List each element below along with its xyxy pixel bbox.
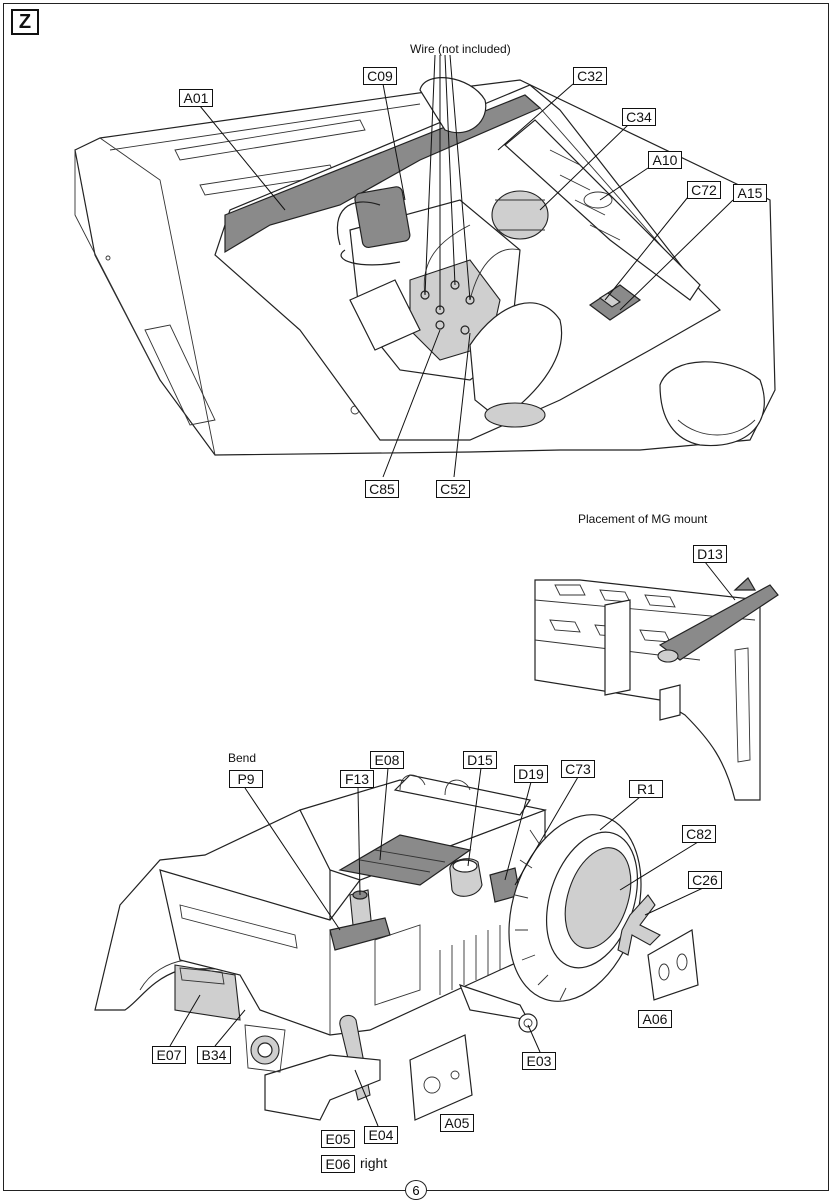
step-label: Z bbox=[11, 9, 39, 35]
part-label-D13: D13 bbox=[693, 545, 727, 563]
part-label-A01: A01 bbox=[179, 89, 213, 107]
hull-assembly-view bbox=[94, 774, 699, 1121]
part-label-E04: E04 bbox=[364, 1126, 398, 1144]
part-label-E05: E05 bbox=[321, 1130, 355, 1148]
part-label-A15: A15 bbox=[733, 184, 767, 202]
part-label-E08: E08 bbox=[370, 751, 404, 769]
part-label-C34: C34 bbox=[622, 108, 656, 126]
part-label-C26: C26 bbox=[688, 871, 722, 889]
part-label-A05: A05 bbox=[440, 1114, 474, 1132]
mg-mount-inset bbox=[534, 577, 779, 801]
part-label-E06: E06 bbox=[321, 1155, 355, 1173]
part-label-E03: E03 bbox=[522, 1052, 556, 1070]
page-number: 6 bbox=[405, 1180, 427, 1200]
part-label-C82: C82 bbox=[682, 825, 716, 843]
part-label-F13: F13 bbox=[340, 770, 374, 788]
bend-note: Bend bbox=[228, 751, 257, 765]
part-label-P9: P9 bbox=[229, 770, 263, 788]
part-label-C09: C09 bbox=[363, 67, 397, 85]
part-label-C85: C85 bbox=[365, 480, 399, 498]
engine-bay-view bbox=[74, 77, 776, 456]
part-label-C32: C32 bbox=[573, 67, 607, 85]
part-label-D19: D19 bbox=[514, 765, 548, 783]
part-label-A06: A06 bbox=[638, 1010, 672, 1028]
part-label-C52: C52 bbox=[436, 480, 470, 498]
part-label-A10: A10 bbox=[648, 151, 682, 169]
wire-note: Wire (not included) bbox=[410, 42, 511, 56]
right-note: right bbox=[360, 1155, 388, 1171]
part-label-C73: C73 bbox=[561, 760, 595, 778]
mg-mount-note: Placement of MG mount bbox=[578, 512, 708, 526]
part-label-D15: D15 bbox=[463, 751, 497, 769]
part-label-C72: C72 bbox=[687, 181, 721, 199]
part-label-R1: R1 bbox=[629, 780, 663, 798]
part-label-E07: E07 bbox=[152, 1046, 186, 1064]
part-label-B34: B34 bbox=[197, 1046, 231, 1064]
